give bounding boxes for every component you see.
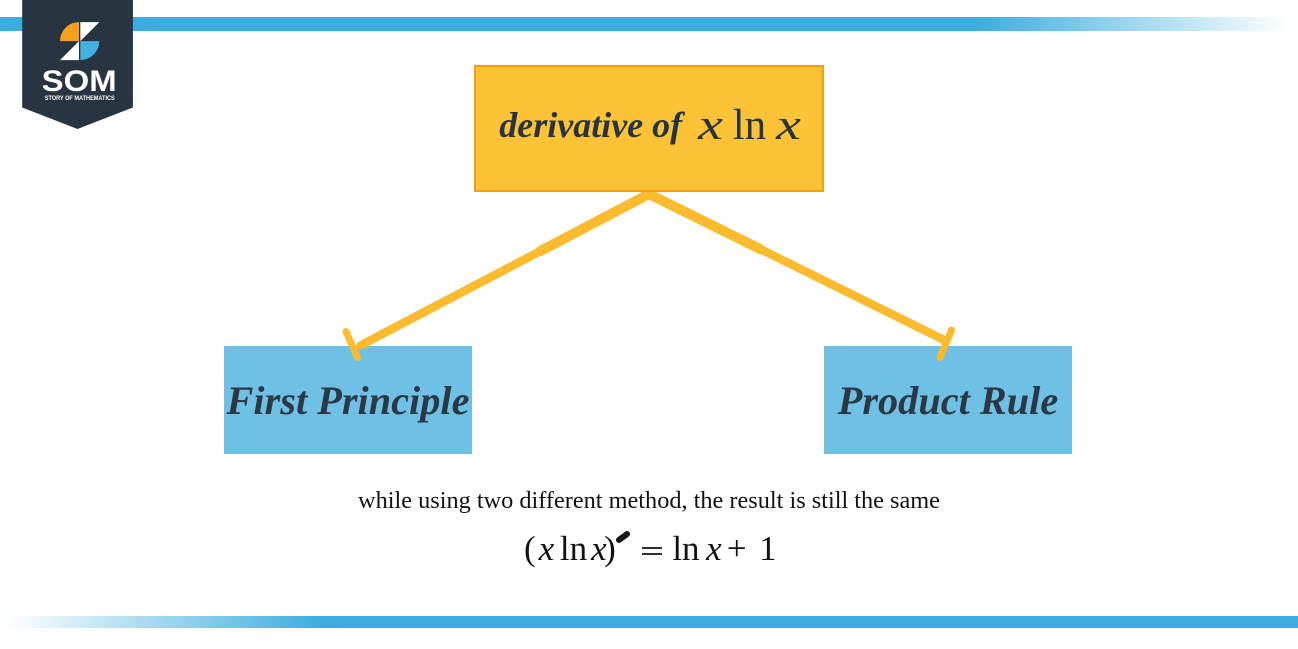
svg-text:SOM: SOM [41,65,116,98]
svg-text:STORY OF MATHEMATICS: STORY OF MATHEMATICS [44,95,114,102]
